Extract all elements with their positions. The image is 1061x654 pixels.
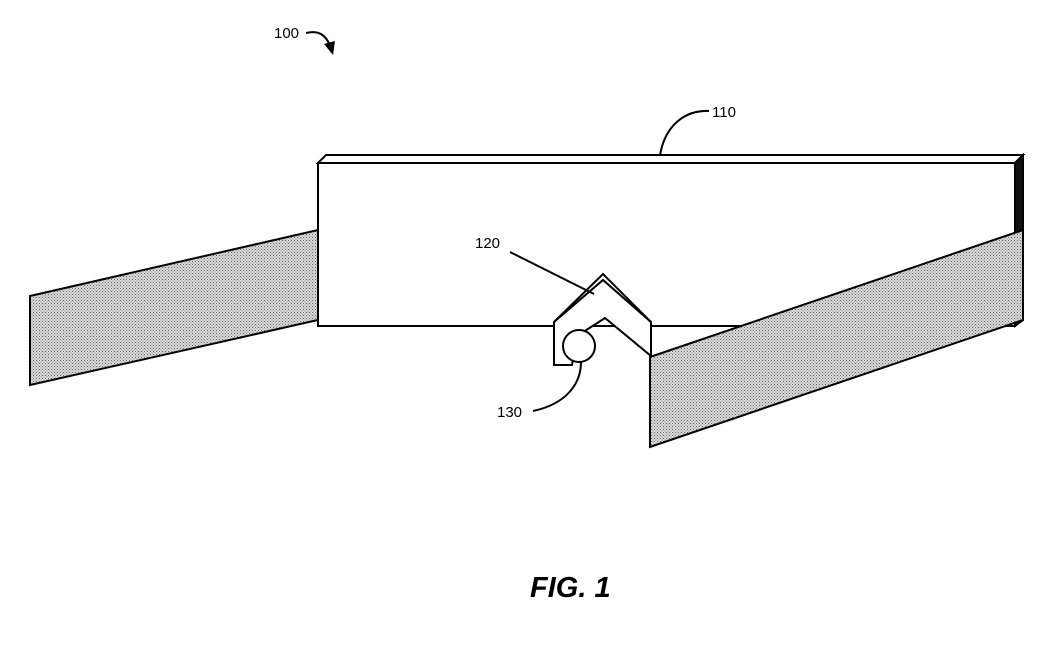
leader-130 [532,361,582,412]
label-100: 100 [274,25,299,42]
arrowhead-100-icon [324,41,335,55]
bar-top-face [315,154,1026,164]
label-120: 120 [475,235,500,252]
leader-110 [659,109,710,156]
label-110: 110 [712,104,736,121]
left-strap [29,228,319,387]
bracket-120 [553,272,652,366]
pin-130 [562,329,596,363]
figure-caption: FIG. 1 [530,572,611,604]
bracket-inner-edge [553,278,652,323]
leader-120 [509,251,595,295]
right-strap [649,228,1024,449]
label-130: 130 [497,404,522,421]
